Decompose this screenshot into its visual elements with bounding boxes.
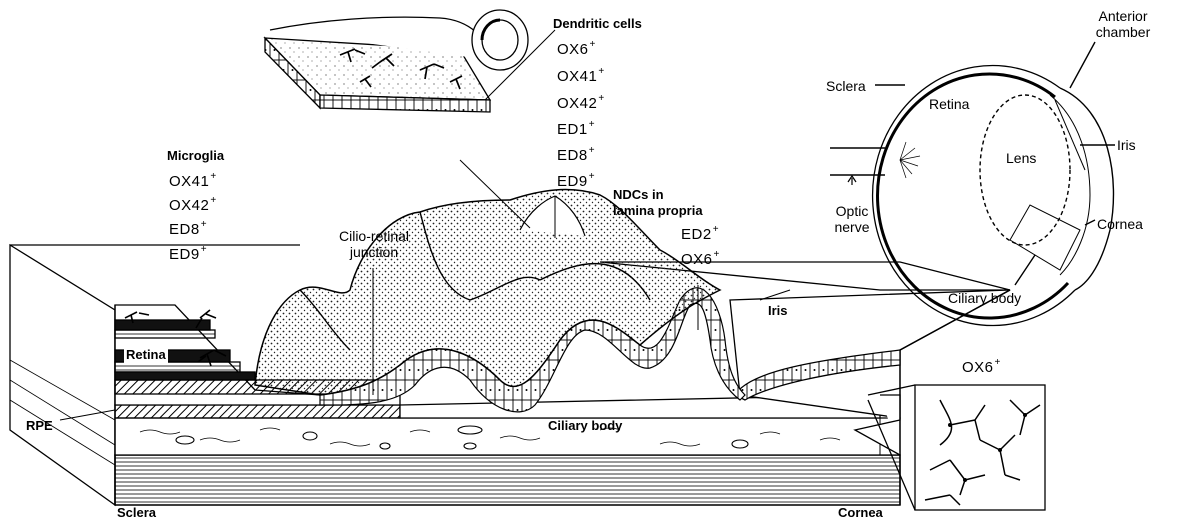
retina-label: Retina xyxy=(124,347,168,363)
eye-ciliary-body-label: Ciliary body xyxy=(948,290,1021,306)
rpe-layer xyxy=(115,405,400,418)
marker-ed8: ED8+ xyxy=(557,147,595,165)
ciliary-stroma xyxy=(115,418,900,455)
eye-retina-label: Retina xyxy=(929,96,969,112)
marker-ed9: ED9+ xyxy=(557,173,595,191)
eye-iris-label: Iris xyxy=(1117,137,1136,153)
marker-ed1: ED1+ xyxy=(557,121,595,139)
marker-ndc-ox6: OX6+ xyxy=(681,251,720,269)
iris-label: Iris xyxy=(768,303,788,319)
marker-microglia-ed9: ED9+ xyxy=(169,246,207,264)
sclera-label: Sclera xyxy=(117,505,156,521)
marker-ox6: OX6+ xyxy=(557,41,596,59)
microglia-label: Microglia xyxy=(167,148,224,164)
marker-ox42: OX42+ xyxy=(557,95,605,113)
dendritic-sheet xyxy=(265,10,528,112)
sclera-band xyxy=(115,455,900,505)
dendritic-cells-label: Dendritic cells xyxy=(553,16,642,32)
marker-ox41: OX41+ xyxy=(557,68,605,86)
marker-microglia-ox42: OX42+ xyxy=(169,197,217,215)
eye-cornea-label: Cornea xyxy=(1097,216,1143,232)
rpe-label: RPE xyxy=(26,418,53,434)
marker-microglia-ox41: OX41+ xyxy=(169,173,217,191)
ox6-inset-label: OX6+ xyxy=(962,359,1001,377)
anterior-chamber-label: Anterior chamber xyxy=(1082,8,1164,40)
ciliary-body-label: Ciliary body xyxy=(548,418,622,434)
marker-ndc-ed2: ED2+ xyxy=(681,226,719,244)
optic-nerve-label: Optic nerve xyxy=(822,203,882,235)
marker-microglia-ed8: ED8+ xyxy=(169,221,207,239)
eye-sclera-label: Sclera xyxy=(826,78,866,94)
block-left-face xyxy=(10,245,115,505)
cornea-label: Cornea xyxy=(838,505,883,521)
ndcs-label: NDCs in lamina propria xyxy=(613,187,703,219)
cilio-retinal-junction-label: Cilio-retinal junction xyxy=(315,228,433,260)
eye-lens-label: Lens xyxy=(1006,150,1036,166)
